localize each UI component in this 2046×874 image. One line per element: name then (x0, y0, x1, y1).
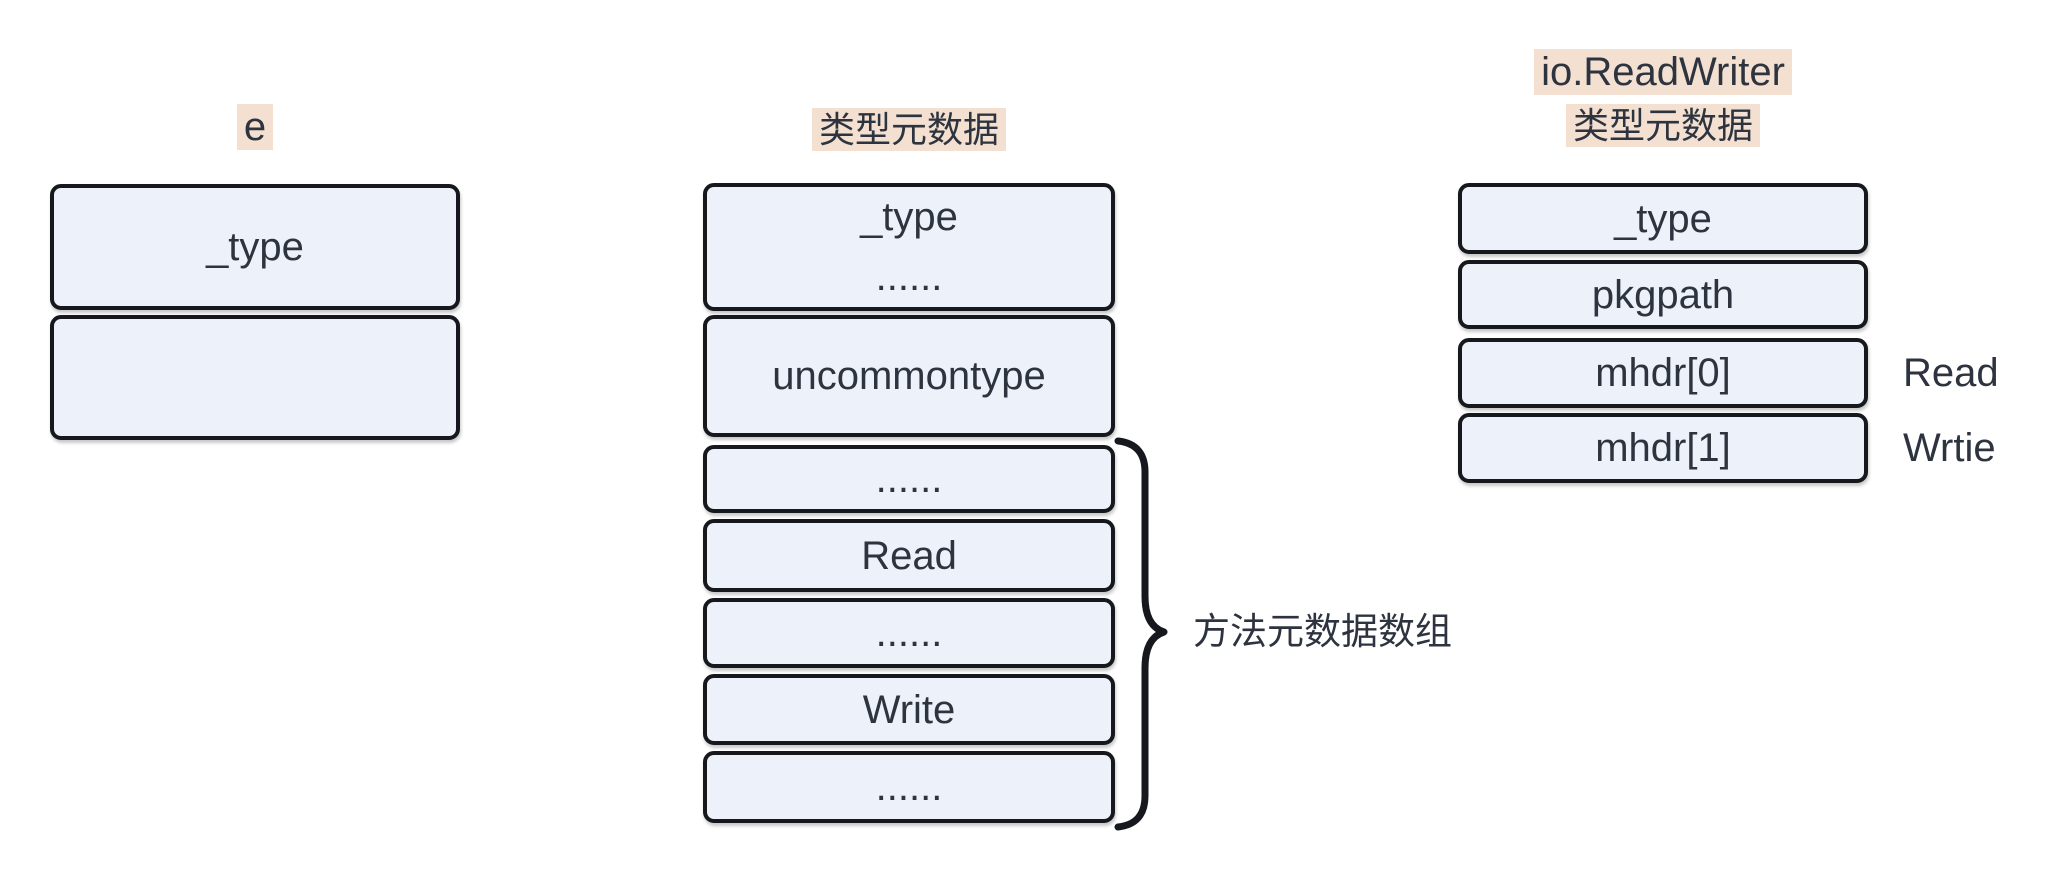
box-text: pkgpath (1591, 272, 1735, 317)
label-line: 类型元数据 (1458, 99, 1868, 152)
box-text-ellipsis: ...... (875, 765, 943, 809)
label-e-text: e (236, 104, 274, 150)
label-line: 类型元数据 (703, 103, 1115, 156)
box-rw-type: _type (1458, 183, 1868, 254)
box-text: mhdr[0] (1595, 351, 1731, 395)
box-text: _type (1614, 196, 1712, 241)
box-e-data-empty (50, 315, 460, 440)
box-method-ellipsis-2: ...... (703, 598, 1115, 668)
box-method-ellipsis-1: ...... (703, 445, 1115, 513)
box-meta-type: _type ...... (703, 183, 1115, 311)
box-text: mhdr[1] (1595, 426, 1731, 470)
box-text-ellipsis: ...... (875, 457, 943, 501)
box-text: Read (861, 533, 957, 578)
box-text-ellipsis: ...... (875, 611, 943, 655)
box-method-ellipsis-3: ...... (703, 751, 1115, 823)
brace-label-method-metadata-array: 方法元数据数组 (1193, 611, 1452, 652)
box-rw-pkgpath: pkgpath (1458, 260, 1868, 329)
box-method-read: Read (703, 519, 1115, 592)
box-rw-mhdr0: mhdr[0] (1458, 338, 1868, 408)
column-label-type-metadata: 类型元数据 (703, 103, 1115, 156)
box-text: _type (206, 225, 304, 269)
box-rw-mhdr1: mhdr[1] (1458, 413, 1868, 483)
label-io-readwriter-text: io.ReadWriter (1534, 49, 1792, 95)
box-meta-uncommontype: uncommontype (703, 315, 1115, 437)
label-type-metadata-text: 类型元数据 (811, 108, 1006, 151)
column-label-e: e (50, 101, 460, 154)
side-label-wrtie: Wrtie (1903, 425, 1996, 470)
box-method-write: Write (703, 674, 1115, 745)
box-text: _type (860, 195, 958, 239)
box-e-type: _type (50, 184, 460, 310)
label-line: io.ReadWriter (1458, 46, 1868, 99)
label-type-metadata-text: 类型元数据 (1565, 104, 1760, 147)
box-text: uncommontype (772, 354, 1046, 398)
box-text-ellipsis: ...... (875, 255, 943, 299)
box-text: Write (862, 687, 956, 732)
label-line: e (50, 101, 460, 154)
side-label-read: Read (1903, 350, 1999, 395)
column-label-io-readwriter: io.ReadWriter 类型元数据 (1458, 46, 1868, 152)
